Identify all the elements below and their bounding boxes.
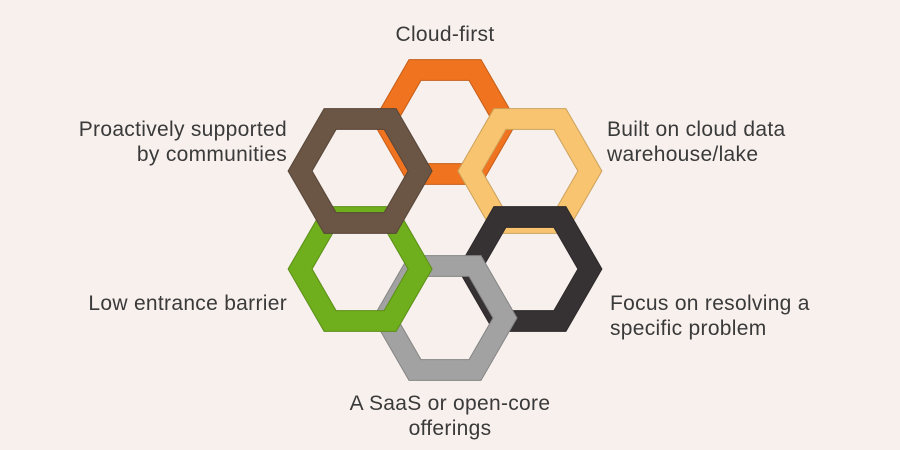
label-line: Built on cloud data [607, 118, 786, 141]
label-community-supported: Proactively supported by communities [0, 117, 287, 167]
label-line: Proactively supported [78, 118, 287, 141]
label-line: A SaaS or open-core [349, 392, 551, 415]
brown-hexagon-icon [287, 108, 433, 234]
label-line: Cloud-first [395, 23, 495, 46]
label-built-on-cloud-data: Built on cloud data warehouse/lake [607, 117, 887, 167]
label-line: Low entrance barrier [88, 292, 287, 315]
label-focus-specific-problem: Focus on resolving a specific problem [610, 291, 890, 341]
label-saas-open-core: A SaaS or open-core offerings [300, 391, 600, 441]
label-low-entrance-barrier: Low entrance barrier [0, 291, 287, 316]
label-line: by communities [136, 143, 287, 166]
label-line: offerings [408, 417, 492, 440]
label-cloud-first: Cloud-first [345, 22, 545, 47]
label-line: warehouse/lake [607, 143, 759, 166]
label-line: Focus on resolving a [610, 292, 810, 315]
label-line: specific problem [610, 317, 767, 340]
